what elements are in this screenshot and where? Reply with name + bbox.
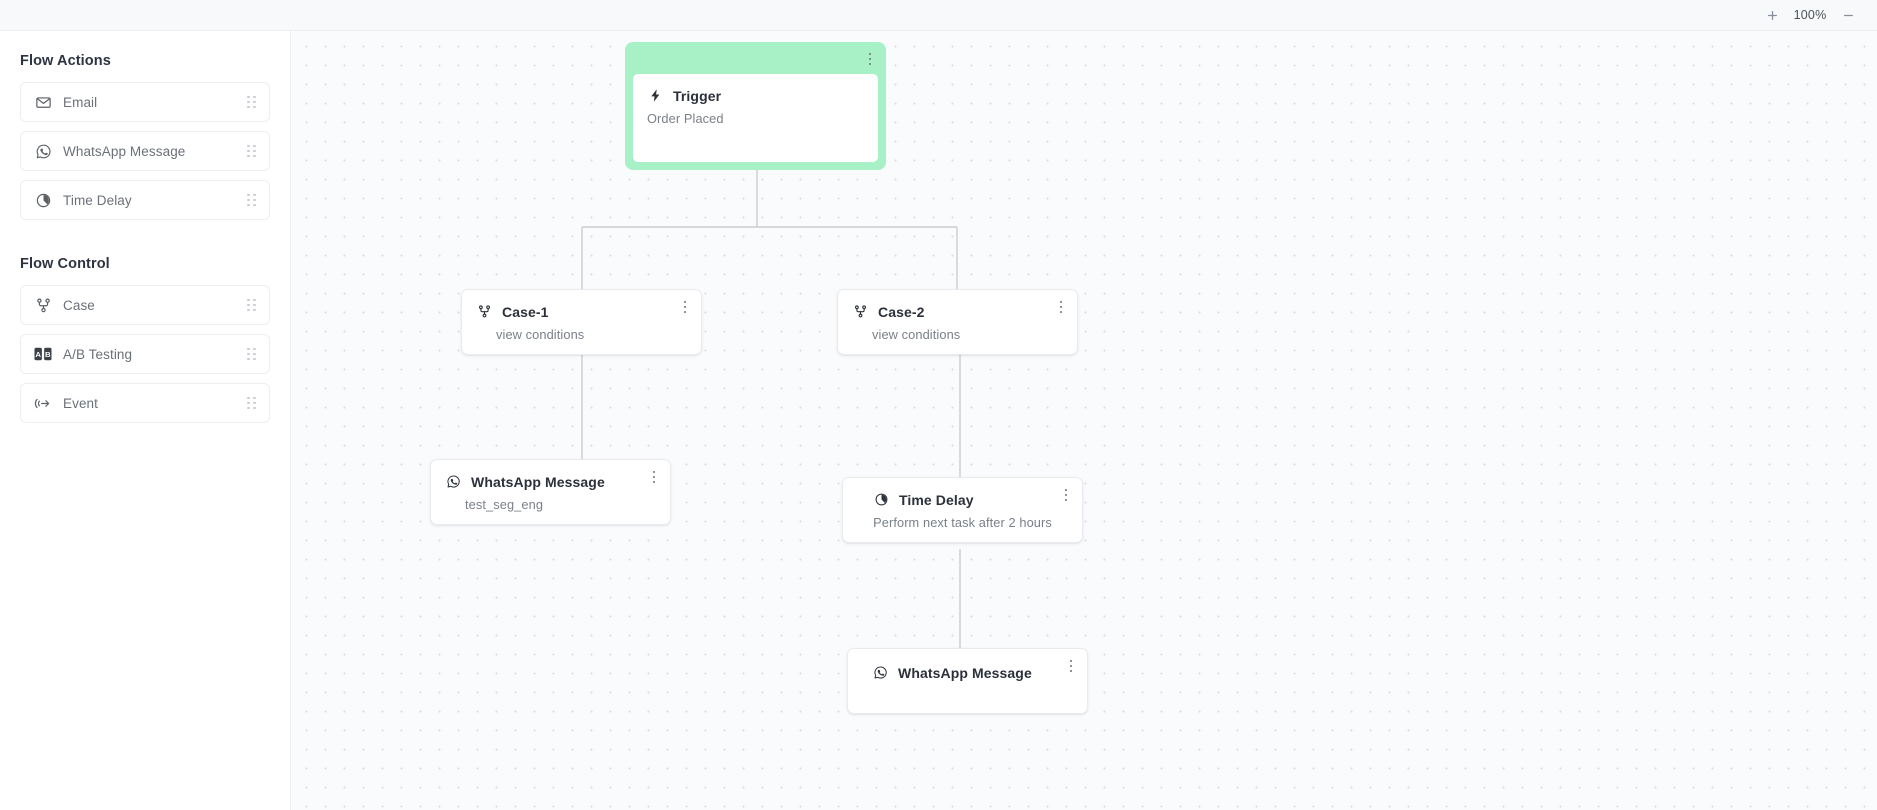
node-title: WhatsApp Message (471, 473, 605, 490)
node-subtitle: Order Placed (647, 111, 724, 126)
node-menu-button[interactable] (1052, 296, 1070, 318)
node-header: Time Delay (843, 478, 1082, 508)
drag-handle-icon[interactable] (247, 193, 257, 207)
bolt-icon (647, 87, 664, 104)
palette-item-case[interactable]: Case (20, 285, 270, 325)
zoom-controls: 100% (1757, 3, 1863, 27)
drag-handle-icon[interactable] (247, 144, 257, 158)
flow-canvas[interactable]: Trigger Order Placed Case-1 view conditi… (291, 31, 1877, 810)
branch-icon (852, 303, 869, 320)
node-menu-button[interactable] (1057, 484, 1075, 506)
clock-icon (873, 491, 890, 508)
node-header: Case-1 (462, 290, 701, 320)
ab-testing-icon: A B (34, 345, 52, 363)
node-trigger-card[interactable]: Trigger Order Placed (633, 74, 878, 162)
palette-item-label: Time Delay (63, 192, 132, 208)
palette-item-label: Case (63, 297, 95, 313)
whatsapp-icon (445, 473, 462, 490)
palette-item-email[interactable]: Email (20, 82, 270, 122)
node-header: Case-2 (838, 290, 1077, 320)
node-whatsapp-message[interactable]: WhatsApp Message test_seg_eng (430, 459, 671, 525)
svg-text:A: A (35, 350, 41, 359)
whatsapp-icon (872, 664, 889, 681)
drag-handle-icon[interactable] (247, 396, 257, 410)
sidebar: Flow Actions Email WhatsApp Message (0, 31, 291, 810)
branch-icon (476, 303, 493, 320)
drag-handle-icon[interactable] (247, 347, 257, 361)
palette-item-label: Event (63, 395, 99, 411)
node-header: Trigger (633, 74, 878, 104)
node-whatsapp-message-2[interactable]: WhatsApp Message (847, 648, 1088, 714)
toolbar: 100% (0, 0, 1877, 31)
whatsapp-icon (34, 142, 52, 160)
drag-handle-icon[interactable] (247, 95, 257, 109)
section-title-flow-control: Flow Control (20, 256, 110, 272)
node-menu-button[interactable] (861, 48, 879, 70)
branch-icon (34, 296, 52, 314)
node-subtitle[interactable]: view conditions (872, 327, 961, 342)
node-subtitle: Perform next task after 2 hours (873, 515, 1052, 530)
palette-item-whatsapp-message[interactable]: WhatsApp Message (20, 131, 270, 171)
svg-text:B: B (45, 350, 51, 359)
node-case-1[interactable]: Case-1 view conditions (461, 289, 702, 355)
node-title: Trigger (673, 87, 722, 104)
envelope-icon (34, 93, 52, 111)
event-icon (34, 394, 52, 412)
palette-item-label: A/B Testing (63, 346, 133, 362)
node-case-2[interactable]: Case-2 view conditions (837, 289, 1078, 355)
palette-item-ab-testing[interactable]: A B A/B Testing (20, 334, 270, 374)
node-subtitle[interactable]: view conditions (496, 327, 585, 342)
drag-handle-icon[interactable] (247, 298, 257, 312)
node-time-delay[interactable]: Time Delay Perform next task after 2 hou… (842, 477, 1083, 543)
node-title: Time Delay (899, 491, 974, 508)
node-subtitle: test_seg_eng (465, 497, 544, 512)
section-title-flow-actions: Flow Actions (20, 53, 111, 69)
node-title: WhatsApp Message (898, 664, 1032, 681)
palette-item-label: WhatsApp Message (63, 143, 186, 159)
node-title: Case-2 (878, 303, 925, 320)
node-header: WhatsApp Message (848, 649, 1087, 681)
node-menu-button[interactable] (645, 466, 663, 488)
zoom-level-label: 100% (1793, 8, 1827, 22)
palette-item-time-delay[interactable]: Time Delay (20, 180, 270, 220)
zoom-out-button[interactable] (1833, 3, 1863, 27)
palette-item-event[interactable]: Event (20, 383, 270, 423)
node-menu-button[interactable] (676, 296, 694, 318)
node-title: Case-1 (502, 303, 549, 320)
node-menu-button[interactable] (1062, 655, 1080, 677)
node-trigger-highlight[interactable]: Trigger Order Placed (625, 42, 886, 170)
zoom-in-button[interactable] (1757, 3, 1787, 27)
clock-icon (34, 191, 52, 209)
node-header: WhatsApp Message (431, 460, 670, 490)
palette-item-label: Email (63, 94, 98, 110)
